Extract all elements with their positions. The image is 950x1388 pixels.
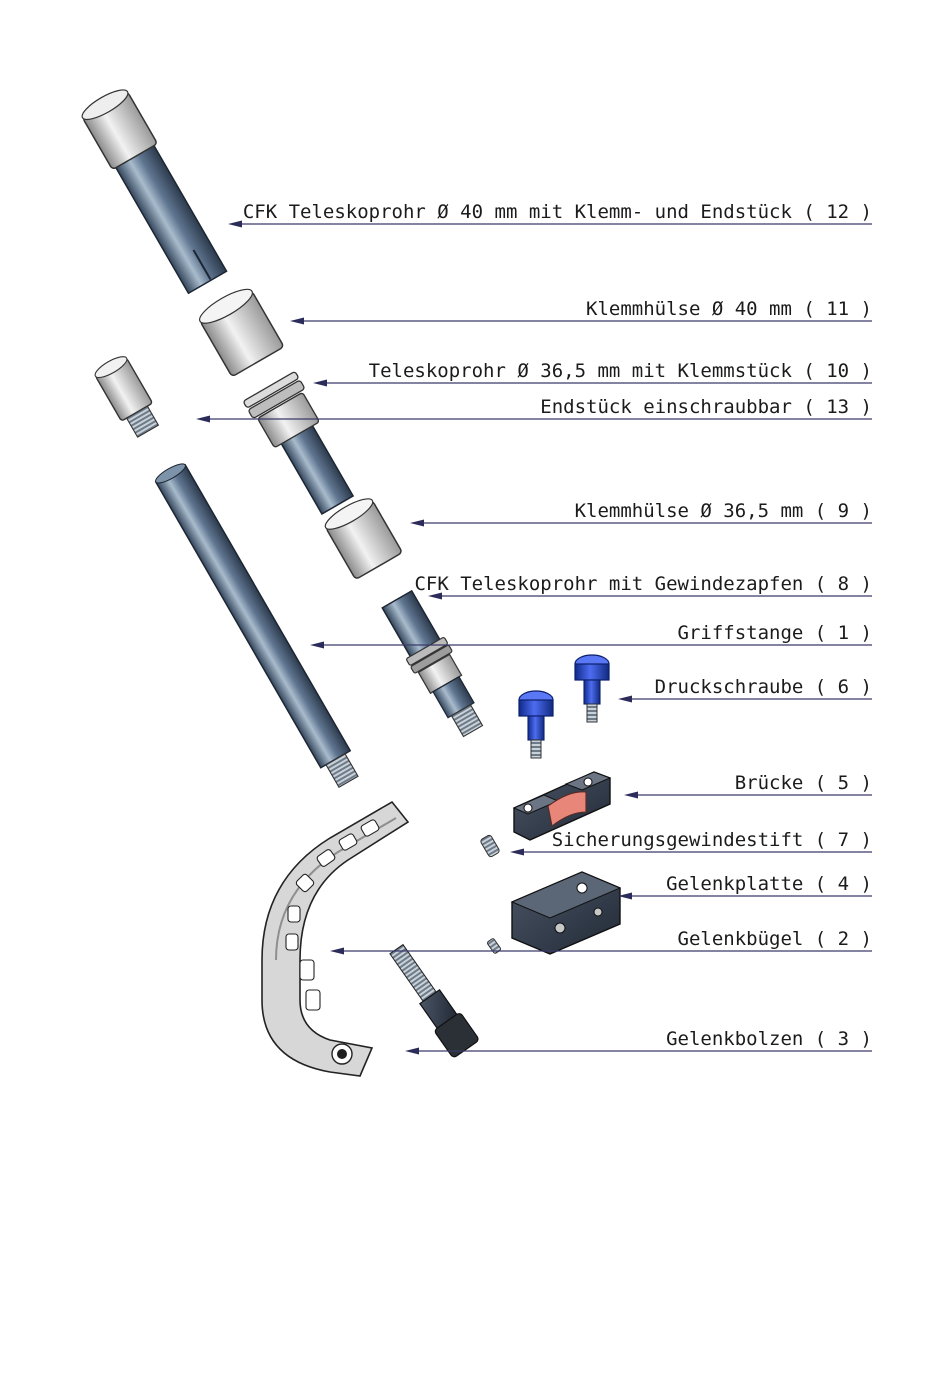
part-label: Endstück einschraubbar ( 13 ) <box>540 396 872 418</box>
clamp-sleeve-36-icon <box>324 498 402 579</box>
leader-arrowhead <box>290 317 304 325</box>
bridge-icon <box>512 771 612 841</box>
part-label: Sicherungsgewindestift ( 7 ) <box>552 829 872 851</box>
threaded-tube-icon <box>381 589 484 738</box>
joint-bracket-icon <box>261 800 410 1077</box>
callout-joint-bolt: Gelenkbolzen ( 3 ) <box>405 1028 872 1055</box>
leader-arrowhead <box>618 892 632 900</box>
part-label: Teleskoprohr Ø 36,5 mm mit Klemmstück ( … <box>369 360 872 382</box>
part-label: Gelenkplatte ( 4 ) <box>666 873 872 895</box>
part-label: CFK Teleskoprohr Ø 40 mm mit Klemm- und … <box>243 201 872 223</box>
leader-arrowhead <box>428 592 442 600</box>
leader-arrowhead <box>624 791 638 799</box>
screw-in-end-piece-icon <box>94 356 160 438</box>
callout-pressure-screw: Druckschraube ( 6 ) <box>618 676 872 703</box>
pressure-screw-icon <box>518 654 610 759</box>
leader-arrowhead <box>313 379 327 387</box>
joint-bolt-icon <box>389 938 502 1058</box>
callout-clamp-sleeve-36: Klemmhülse Ø 36,5 mm ( 9 ) <box>410 500 872 527</box>
callout-clamp-sleeve-40: Klemmhülse Ø 40 mm ( 11 ) <box>290 298 872 325</box>
part-label: Klemmhülse Ø 40 mm ( 11 ) <box>586 298 872 320</box>
clamp-sleeve-40-icon <box>199 288 284 376</box>
callout-joint-bracket: Gelenkbügel ( 2 ) <box>330 928 872 955</box>
leader-arrowhead <box>410 519 424 527</box>
set-screw-icon <box>480 834 500 858</box>
leader-arrowhead <box>330 947 344 955</box>
leader-arrowhead <box>510 848 524 856</box>
leader-arrowhead <box>405 1047 419 1055</box>
part-label: Brücke ( 5 ) <box>735 772 872 794</box>
part-label: CFK Teleskoprohr mit Gewindezapfen ( 8 ) <box>414 573 872 595</box>
callout-screw-in-end-piece: Endstück einschraubbar ( 13 ) <box>196 396 872 423</box>
callout-threaded-tube: CFK Teleskoprohr mit Gewindezapfen ( 8 ) <box>414 573 872 600</box>
handle-bar-icon <box>154 463 359 789</box>
part-label: Gelenkbolzen ( 3 ) <box>666 1028 872 1050</box>
callout-set-screw: Sicherungsgewindestift ( 7 ) <box>510 829 872 856</box>
leader-arrowhead <box>228 220 242 228</box>
leader-arrowhead <box>310 641 324 649</box>
leader-arrowhead <box>618 695 632 703</box>
callout-telescopic-tube-36: Teleskoprohr Ø 36,5 mm mit Klemmstück ( … <box>313 360 872 387</box>
callout-joint-plate: Gelenkplatte ( 4 ) <box>618 873 872 900</box>
part-label: Griffstange ( 1 ) <box>678 622 872 644</box>
joint-plate-icon <box>510 871 622 955</box>
callout-handle-bar: Griffstange ( 1 ) <box>310 622 872 649</box>
leader-arrowhead <box>196 415 210 423</box>
callout-carbon-tube-40: CFK Teleskoprohr Ø 40 mm mit Klemm- und … <box>228 201 872 228</box>
telescopic-tube-36-icon <box>243 371 355 515</box>
carbon-tube-40-icon <box>81 89 228 295</box>
part-label: Gelenkbügel ( 2 ) <box>678 928 872 950</box>
callout-bridge: Brücke ( 5 ) <box>624 772 872 799</box>
part-label: Klemmhülse Ø 36,5 mm ( 9 ) <box>575 500 872 522</box>
part-label: Druckschraube ( 6 ) <box>655 676 872 698</box>
